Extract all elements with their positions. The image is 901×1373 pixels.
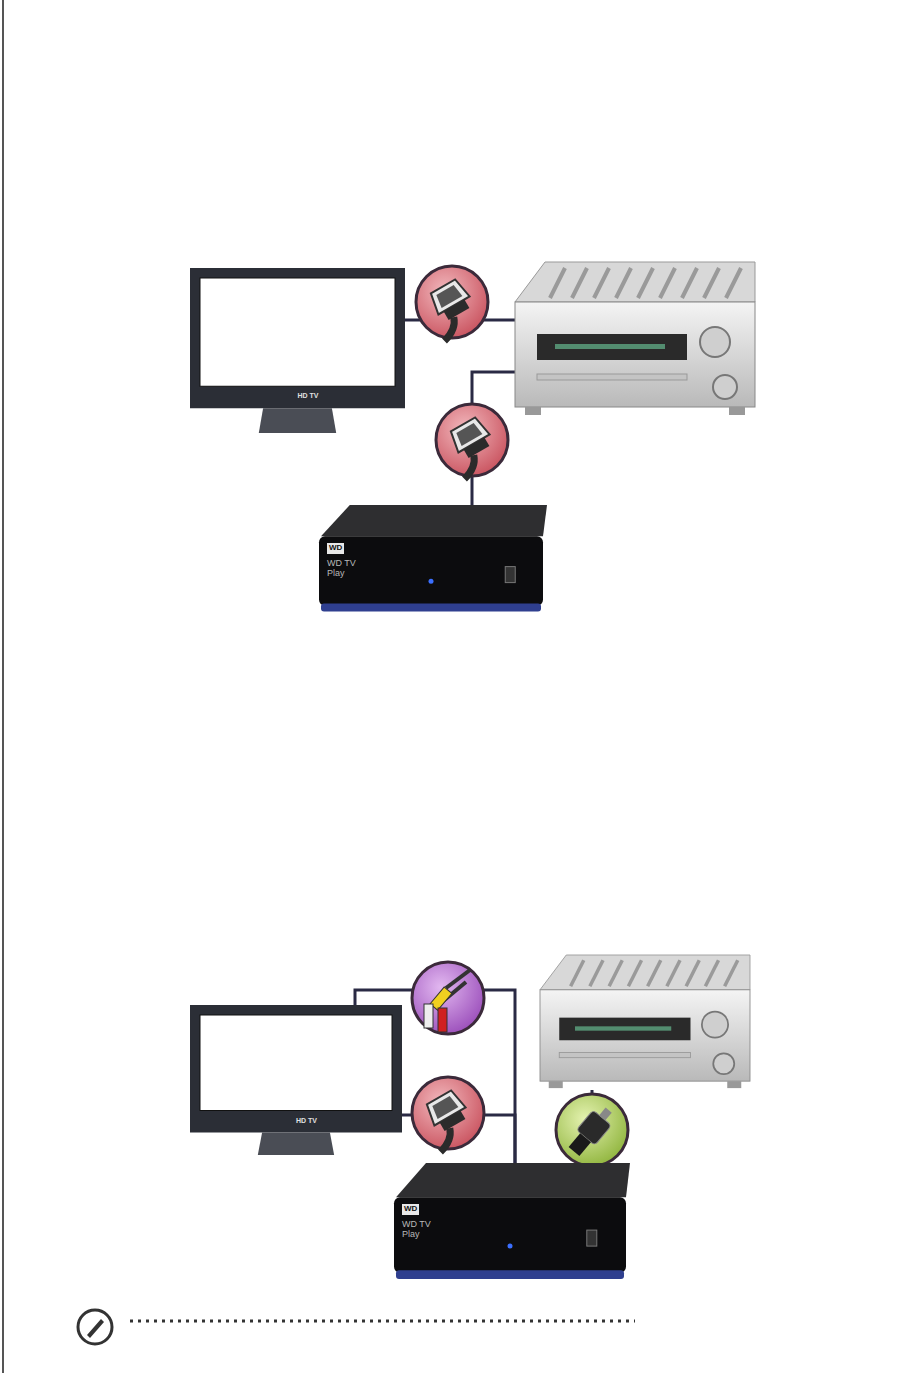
wd-top [396, 1163, 630, 1197]
wd-logo: WD [402, 1204, 419, 1215]
usb-port [587, 1230, 597, 1246]
hdmi-icon [412, 1077, 484, 1152]
wd-base [396, 1270, 624, 1279]
hdmi-icon [436, 404, 508, 479]
tv-frame [190, 1005, 402, 1133]
tv-frame [190, 268, 405, 408]
av-receiver [540, 955, 750, 1088]
composite-icon [412, 962, 484, 1034]
wd-led [429, 579, 434, 584]
tv-screen [200, 1015, 392, 1111]
media-player: WD WD TV Play [390, 1163, 630, 1285]
tv-stand [259, 408, 336, 433]
device-name: WD TV Play [327, 559, 363, 579]
wd-front [319, 536, 543, 605]
media-player: WD WD TV Play [315, 505, 547, 617]
tv-drawing [190, 268, 405, 433]
usb-port [505, 567, 515, 583]
tv-drawing [190, 1005, 402, 1155]
hdmi-icon [416, 266, 488, 341]
tv-brand-label: HD TV [298, 392, 319, 400]
tv-brand-label: HD TV [296, 1117, 317, 1125]
device-name: WD TV Play [402, 1220, 438, 1240]
hd-tv: HD TV [190, 268, 405, 433]
tv-screen [200, 278, 395, 386]
wd-led [508, 1243, 513, 1248]
hd-tv: HD TV [190, 1005, 402, 1155]
tv-stand [258, 1133, 334, 1156]
wd-front [394, 1197, 626, 1273]
page-rule [2, 0, 4, 1373]
dotted-rule [130, 1320, 635, 1323]
wd-base [321, 604, 541, 612]
note-icon [78, 1310, 112, 1344]
av-receiver [515, 262, 755, 415]
wd-top [321, 505, 547, 536]
optical-icon [556, 1094, 628, 1166]
wd-logo: WD [327, 543, 344, 554]
